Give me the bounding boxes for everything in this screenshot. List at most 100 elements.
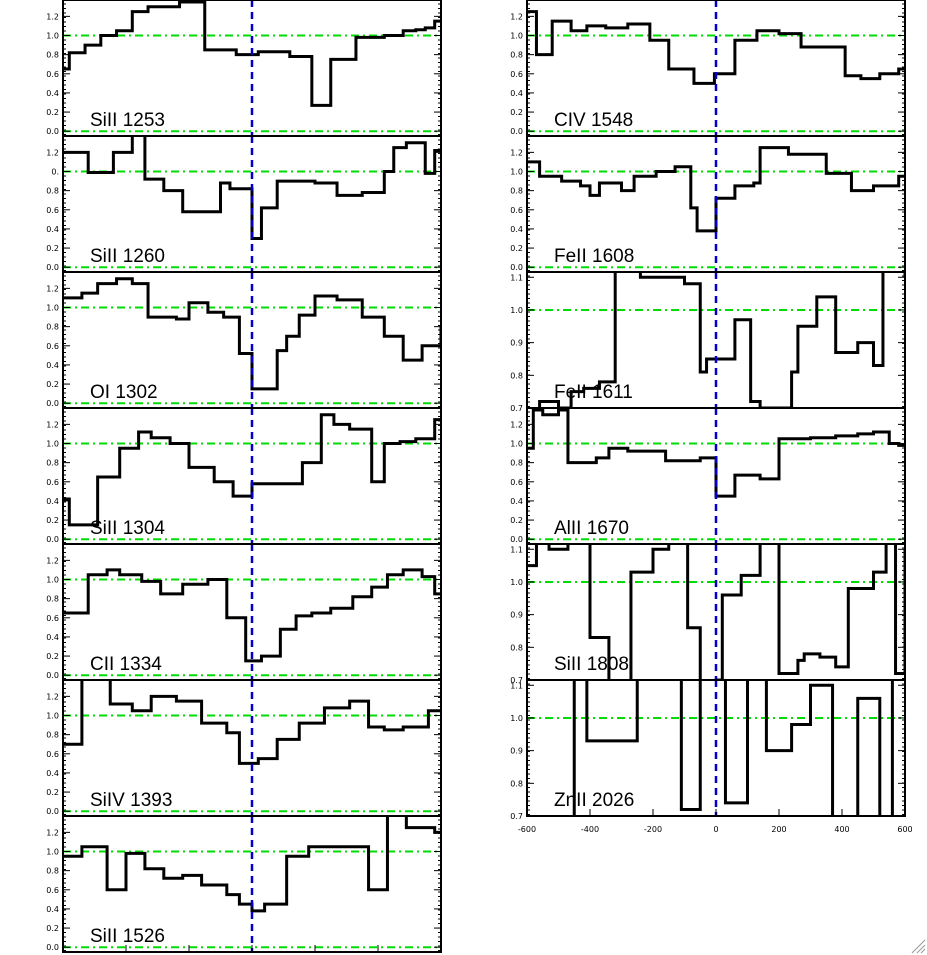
y-tick-label: 0.8 (510, 459, 523, 468)
y-tick-label: 0.2 (510, 516, 523, 525)
y-tick-label: 1.0 (46, 440, 59, 449)
species-label: FeII 1608 (554, 246, 634, 267)
y-tick-label: 0.9 (510, 611, 523, 620)
y-tick-label: 1.0 (46, 32, 59, 41)
species-label: CII 1334 (90, 654, 162, 675)
y-tick-label: 0.4 (46, 89, 59, 98)
y-tick-label: 0.0 (46, 807, 59, 816)
y-tick-label: 0.9 (510, 339, 523, 348)
y-tick-label: 1.2 (46, 12, 59, 21)
y-tick-label: 0.6 (46, 478, 59, 487)
y-tick-label: 0.4 (46, 633, 59, 642)
y-tick-label: 0.6 (46, 886, 59, 895)
y-tick-label: 0.8 (510, 187, 523, 196)
x-tick-label: 400 (834, 825, 849, 834)
y-tick-label: 0.2 (510, 108, 523, 117)
flux-histogram (538, 272, 905, 408)
species-label: SiII 1304 (90, 518, 165, 539)
y-tick-label: 0.0 (510, 127, 523, 136)
flux-histogram (63, 136, 441, 240)
flux-histogram (63, 413, 441, 527)
y-tick-label: 1.2 (510, 420, 523, 429)
y-tick-label: 0.6 (510, 70, 523, 79)
y-tick-label: 1.1 (510, 545, 523, 554)
y-tick-label: 1.2 (510, 148, 523, 157)
y-tick-label: 0.2 (46, 788, 59, 797)
y-tick-label: 0.0 (510, 263, 523, 272)
species-label: SiII 1260 (90, 246, 165, 267)
y-tick-label: 0.6 (46, 70, 59, 79)
species-label: SiII 1808 (554, 654, 629, 675)
y-tick-label: 0.2 (46, 108, 59, 117)
y-tick-label: 0.4 (510, 497, 523, 506)
y-tick-label: 0.7 (510, 404, 523, 413)
flux-histogram (527, 408, 905, 498)
species-label: SiII 1526 (90, 926, 165, 947)
y-tick-label: 0.6 (46, 750, 59, 759)
species-label: SiIV 1393 (90, 790, 172, 811)
y-tick-label: 0.7 (510, 676, 523, 685)
y-tick-label: 0.0 (46, 127, 59, 136)
y-tick-label: 1.1 (510, 681, 523, 690)
y-tick-label: 0.4 (510, 89, 523, 98)
y-tick-label: 0.4 (46, 225, 59, 234)
y-tick-label: 0.6 (510, 206, 523, 215)
y-tick-label: 0.0 (510, 535, 523, 544)
species-label: SiII 1253 (90, 110, 165, 131)
y-tick-label: 0.8 (510, 779, 523, 788)
y-tick-label: 0.2 (46, 244, 59, 253)
y-tick-label: 0.0 (46, 943, 59, 952)
x-tick-label: -200 (644, 825, 662, 834)
species-label: FeII 1611 (554, 382, 633, 403)
y-tick-label: 1.2 (510, 12, 523, 21)
y-tick-label: 0.0 (46, 535, 59, 544)
y-tick-label: 0. (51, 168, 59, 177)
flux-histogram (63, 568, 441, 663)
y-tick-label: 0.7 (510, 812, 523, 821)
species-label: AlII 1670 (554, 518, 629, 539)
y-tick-label: 0.8 (46, 867, 59, 876)
y-tick-label: 0.2 (46, 924, 59, 933)
panel-oi-1302: 0.00.20.40.60.81.01.2OI 1302 (46, 271, 442, 409)
y-tick-label: 1.0 (46, 712, 59, 721)
y-tick-label: 1.0 (510, 440, 523, 449)
y-tick-label: 0.2 (46, 516, 59, 525)
y-tick-label: 0.4 (46, 361, 59, 370)
y-tick-label: 0.4 (46, 905, 59, 914)
species-label: CIV 1548 (554, 110, 633, 131)
species-label: ZnII 2026 (554, 790, 634, 811)
y-tick-label: 1.0 (510, 714, 523, 723)
y-tick-label: 1.0 (510, 32, 523, 41)
y-tick-label: 1.2 (46, 692, 59, 701)
species-label: OI 1302 (90, 382, 158, 403)
y-tick-label: 0.4 (510, 225, 523, 234)
y-tick-label: 0.4 (46, 497, 59, 506)
y-tick-label: 0.9 (510, 747, 523, 756)
flux-histogram (527, 544, 905, 680)
y-tick-label: 1.2 (46, 148, 59, 157)
flux-histogram (63, 277, 441, 391)
y-tick-label: 0.8 (510, 371, 523, 380)
x-tick-label: 0 (713, 825, 718, 834)
y-tick-label: 1.0 (46, 576, 59, 585)
y-tick-label: 0.2 (46, 380, 59, 389)
resize-grip-icon[interactable] (911, 939, 926, 954)
y-tick-label: 1.0 (46, 304, 59, 313)
flux-histogram (63, 0, 441, 107)
x-tick-label: -600 (518, 825, 536, 834)
y-tick-label: 0.6 (510, 478, 523, 487)
y-tick-label: 1.2 (46, 284, 59, 293)
y-tick-label: 0.8 (46, 731, 59, 740)
